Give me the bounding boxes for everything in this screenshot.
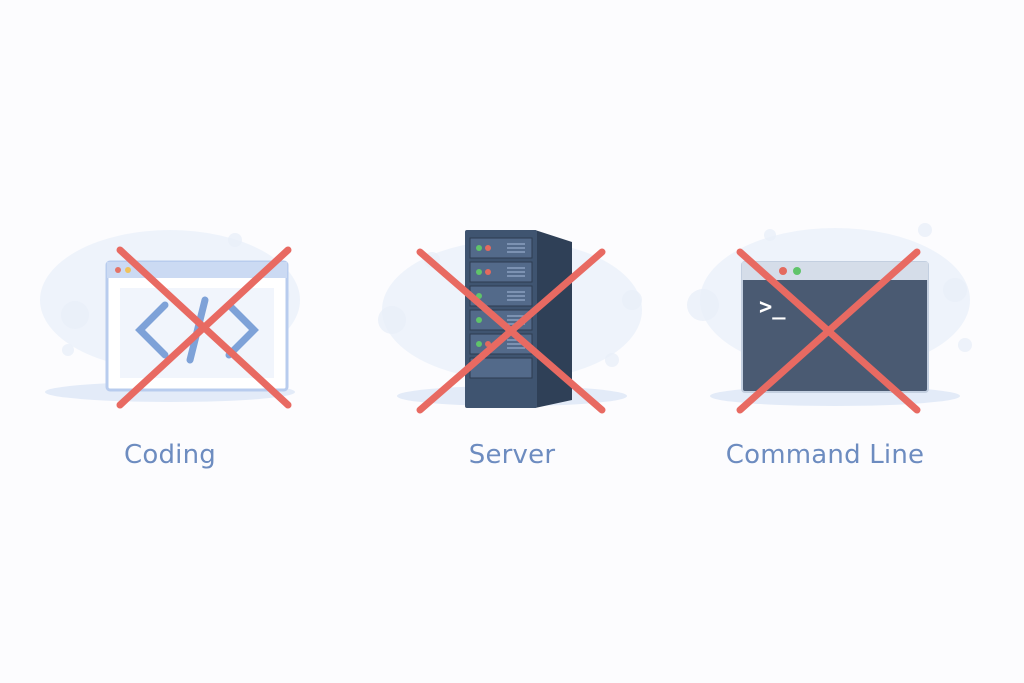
command-line-item: >_ Command Line — [675, 200, 975, 490]
cross-out-mark — [416, 248, 606, 414]
command-line-label: Command Line — [725, 440, 925, 470]
cross-out-mark — [116, 246, 292, 409]
server-item: Server — [362, 200, 662, 490]
coding-item: Coding — [20, 200, 320, 490]
terminal-window-icon: >_ — [687, 223, 972, 414]
terminal-prompt: >_ — [759, 295, 786, 320]
server-rack-icon — [378, 230, 642, 414]
coding-label: Coding — [124, 440, 216, 470]
server-label: Server — [468, 440, 556, 470]
code-window-icon — [40, 230, 300, 409]
cross-out-mark — [736, 248, 921, 414]
